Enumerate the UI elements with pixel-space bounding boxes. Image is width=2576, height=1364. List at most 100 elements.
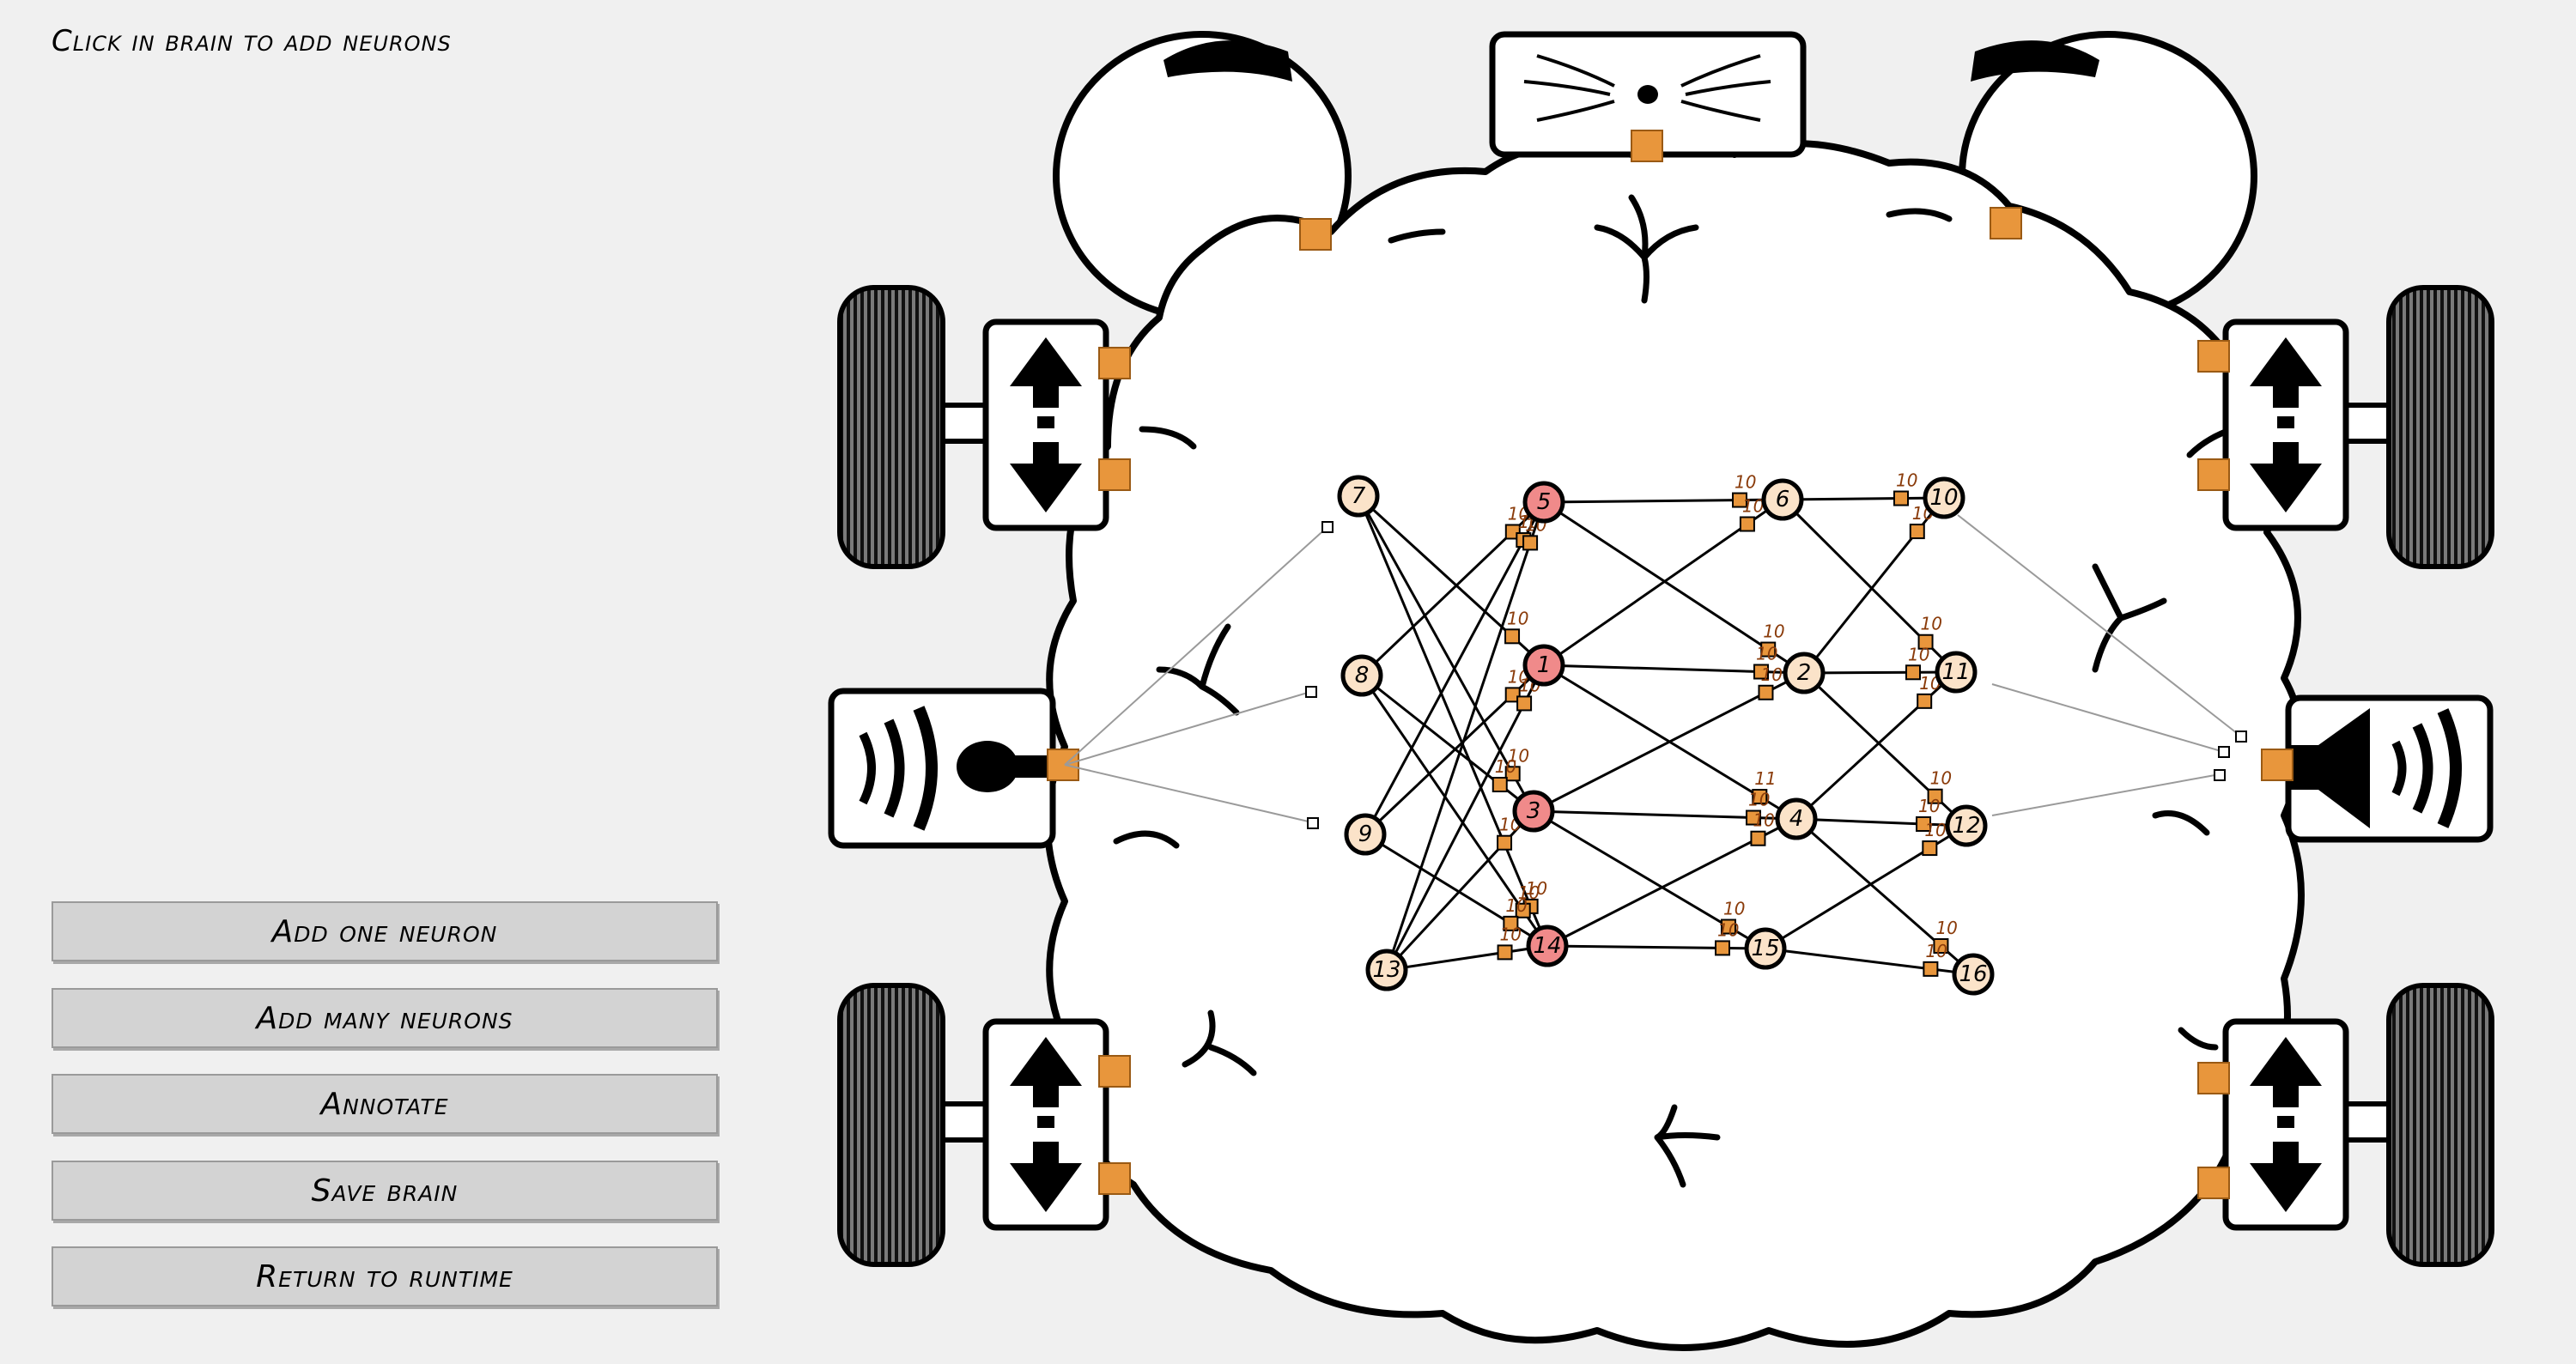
neuron-circle[interactable] xyxy=(1365,949,1408,991)
synapse-port[interactable] xyxy=(1760,641,1777,658)
io-ports[interactable] xyxy=(1047,130,2293,1199)
synapse-port[interactable] xyxy=(1516,695,1533,712)
neuron-circle[interactable] xyxy=(1522,644,1565,687)
microphone-icon xyxy=(828,688,1056,849)
synapse-port[interactable] xyxy=(1933,937,1949,954)
neuron-id-label: 13 xyxy=(1372,957,1400,983)
synapse-port[interactable] xyxy=(1753,664,1770,680)
synapse-port[interactable] xyxy=(1504,687,1521,703)
neuron-circle[interactable] xyxy=(1783,652,1826,694)
synapse-port[interactable] xyxy=(1732,492,1748,508)
synapse-port[interactable] xyxy=(1715,940,1731,956)
neuron-3[interactable]: 3 xyxy=(1512,790,1555,833)
save-brain-button[interactable]: Save brain xyxy=(52,1161,718,1221)
synapse-port[interactable] xyxy=(1515,902,1531,918)
synapse-port[interactable] xyxy=(1746,809,1762,826)
synapse-weight-label: 10 xyxy=(1918,796,1940,816)
synapse-port[interactable] xyxy=(1720,918,1736,935)
neuron-circle[interactable] xyxy=(1952,953,1995,996)
synapse-line[interactable] xyxy=(1782,496,1945,501)
synapse-layer: 1010101010101010101010101010101010111010… xyxy=(1357,470,1974,977)
synapse-weight-label: 10 xyxy=(1735,472,1756,493)
synapse-port[interactable] xyxy=(1758,684,1774,700)
synapse-port[interactable] xyxy=(1917,634,1934,650)
left-ear-port xyxy=(1299,218,1332,251)
return-to-runtime-button[interactable]: Return to runtime xyxy=(52,1246,718,1306)
brain-folds xyxy=(1113,194,2236,1188)
synapse-port[interactable] xyxy=(1916,815,1932,832)
neuron-circle[interactable] xyxy=(1775,797,1818,840)
neuron-4[interactable]: 4 xyxy=(1775,797,1818,840)
neuron-id-label: 10 xyxy=(1929,485,1958,511)
motor-arrows-icon xyxy=(982,318,2349,1231)
synapse-port[interactable] xyxy=(1503,915,1519,931)
sensor-links xyxy=(1064,514,2242,823)
synapse-weight-label: 10 xyxy=(1924,820,1946,840)
neuron-circle[interactable] xyxy=(1522,481,1565,524)
neuron-14[interactable]: 14 xyxy=(1526,924,1569,967)
add-many-neurons-button[interactable]: Add many neurons xyxy=(52,988,718,1048)
neuron-circle[interactable] xyxy=(1340,654,1383,697)
synapse-weight-label: 10 xyxy=(1756,644,1777,664)
synapse-line[interactable] xyxy=(1385,664,1546,971)
neuron-16[interactable]: 16 xyxy=(1952,953,1995,996)
neuron-7[interactable]: 7 xyxy=(1337,475,1380,518)
neuron-circle[interactable] xyxy=(1744,927,1787,970)
synapse-weight-label: 10 xyxy=(1717,919,1739,940)
neuron-10[interactable]: 10 xyxy=(1923,476,1965,519)
synapse-port[interactable] xyxy=(1492,777,1508,793)
neuron-9[interactable]: 9 xyxy=(1344,813,1387,856)
synapse-port[interactable] xyxy=(1750,830,1766,846)
synapse-port[interactable] xyxy=(1504,628,1521,645)
synapse-line[interactable] xyxy=(1765,947,1974,976)
synapse-weight-label: 10 xyxy=(1908,644,1929,664)
synapse-port[interactable] xyxy=(1739,516,1755,532)
synapse-port[interactable] xyxy=(1752,788,1768,804)
annotate-button[interactable]: Annotate xyxy=(52,1074,718,1134)
neuron-circle[interactable] xyxy=(1337,475,1380,518)
synapse-port[interactable] xyxy=(1504,766,1521,782)
synapse-line[interactable] xyxy=(1364,501,1546,835)
synapse-port[interactable] xyxy=(1905,664,1922,681)
neuron-6[interactable]: 6 xyxy=(1761,478,1804,521)
synapse-port[interactable] xyxy=(1927,788,1943,804)
synapse-line[interactable] xyxy=(1360,675,1549,947)
neuron-circle[interactable] xyxy=(1945,804,1988,847)
neuron-15[interactable]: 15 xyxy=(1744,927,1787,970)
neuron-circle[interactable] xyxy=(1935,651,1978,694)
synapse-weight-label: 10 xyxy=(1760,664,1782,685)
synapse-line[interactable] xyxy=(1386,944,1548,972)
synapse-line[interactable] xyxy=(1795,817,1967,827)
neuron-id-label: 1 xyxy=(1537,652,1552,678)
neuron-1[interactable]: 1 xyxy=(1522,644,1565,687)
synapse-port[interactable] xyxy=(1923,961,1939,977)
neuron-13[interactable]: 13 xyxy=(1365,949,1408,991)
neuron-circle[interactable] xyxy=(1923,476,1965,519)
add-one-neuron-button[interactable]: Add one neuron xyxy=(52,901,718,961)
neuron-circle[interactable] xyxy=(1512,790,1555,833)
neuron-circle[interactable] xyxy=(1761,478,1804,521)
synapse-line[interactable] xyxy=(1357,495,1549,947)
right-front-motor-back-port xyxy=(2197,458,2230,491)
synapse-port[interactable] xyxy=(1497,834,1513,851)
neuron-5[interactable]: 5 xyxy=(1522,481,1565,524)
neuron-12[interactable]: 12 xyxy=(1945,804,1988,847)
neuron-circle[interactable] xyxy=(1344,813,1387,856)
instruction-text: Click in brain to add neurons xyxy=(52,24,452,58)
synapse-line[interactable] xyxy=(1357,495,1535,812)
synapse-port[interactable] xyxy=(1917,693,1933,709)
neuron-2[interactable]: 2 xyxy=(1783,652,1826,694)
synapse-port[interactable] xyxy=(1522,535,1539,551)
synapse-line[interactable] xyxy=(1803,670,1957,675)
microphone-port xyxy=(1047,749,1079,781)
synapse-line[interactable] xyxy=(1385,501,1546,971)
neuron-8[interactable]: 8 xyxy=(1340,654,1383,697)
neuron-circle[interactable] xyxy=(1526,924,1569,967)
synapse-port[interactable] xyxy=(1893,490,1910,506)
synapse-port[interactable] xyxy=(1922,840,1938,857)
synapse-port[interactable] xyxy=(1909,524,1925,540)
neuron-11[interactable]: 11 xyxy=(1935,651,1978,694)
synapse-port[interactable] xyxy=(1497,944,1513,961)
